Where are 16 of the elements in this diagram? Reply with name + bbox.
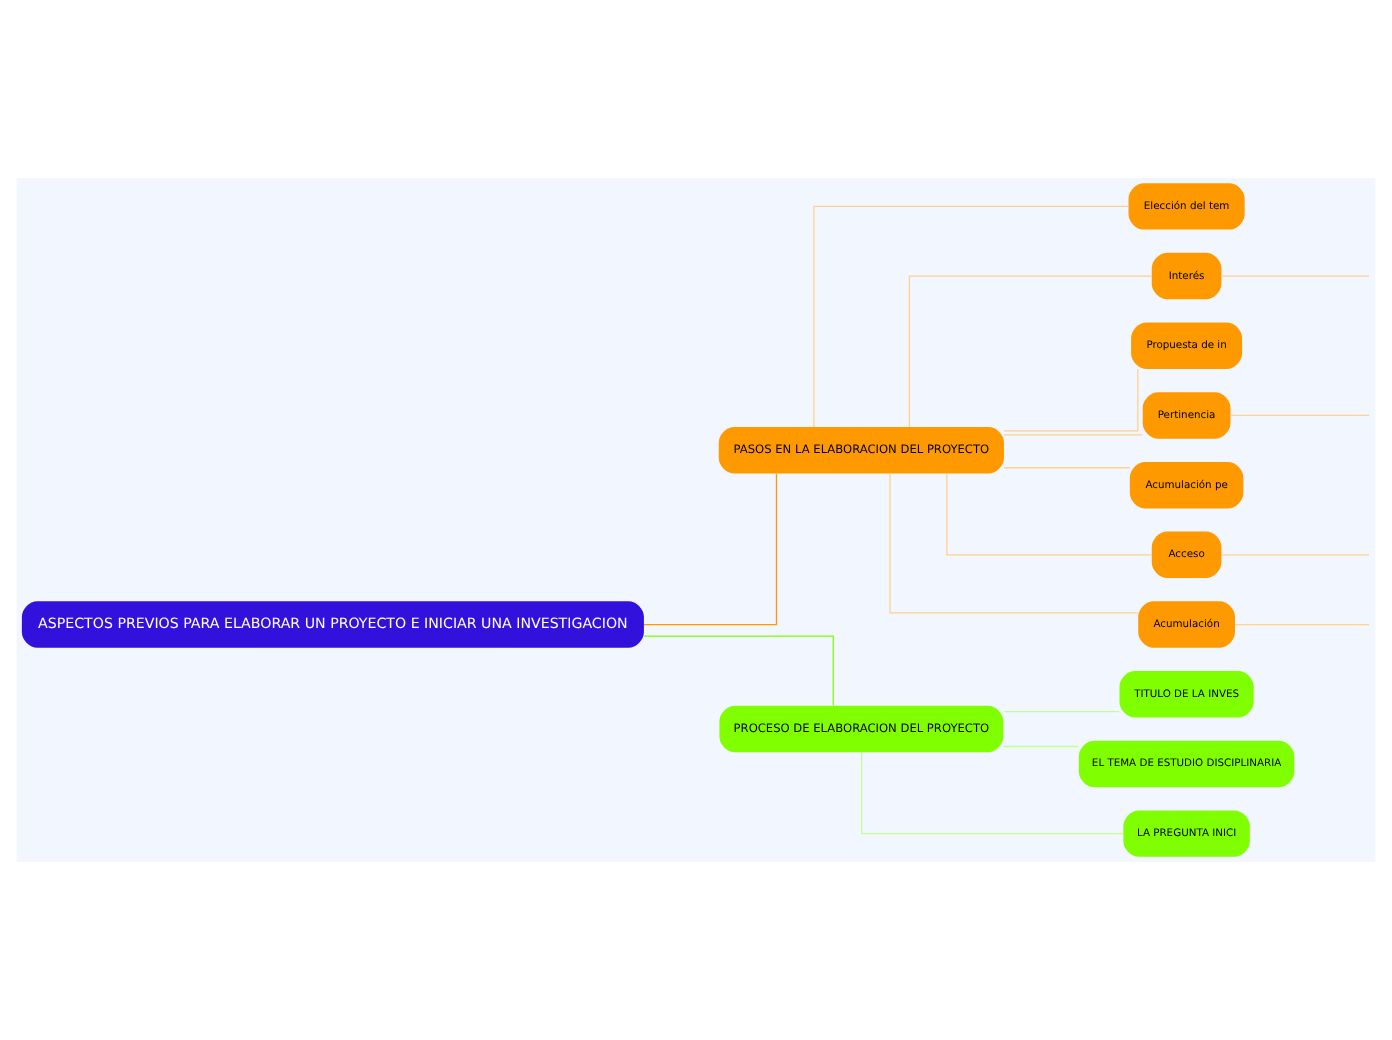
connector (643, 473, 778, 626)
connector (1002, 745, 1080, 748)
connector (1230, 414, 1370, 417)
connector (1003, 467, 1131, 469)
connector (908, 275, 1153, 428)
connector (1220, 275, 1370, 277)
connector (643, 635, 834, 707)
connector (889, 472, 1139, 614)
connector (861, 752, 1124, 835)
connector (1234, 623, 1370, 626)
connector (1003, 368, 1139, 432)
connector (1003, 434, 1144, 436)
connector (1220, 554, 1370, 556)
connector (1002, 711, 1120, 713)
connector (946, 473, 1153, 556)
connector (813, 205, 1129, 428)
